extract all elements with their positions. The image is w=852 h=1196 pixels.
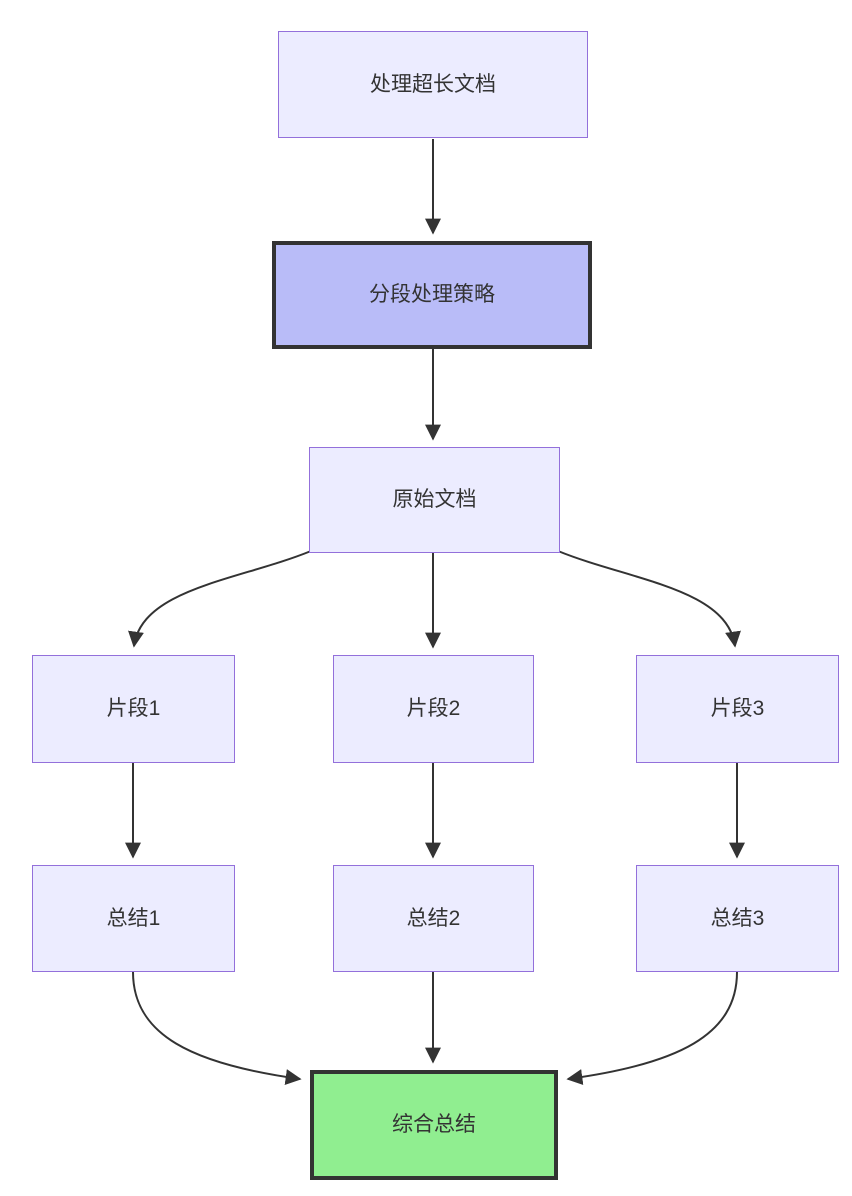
node-combined-summary: 综合总结 xyxy=(310,1070,558,1180)
node-original-document: 原始文档 xyxy=(309,447,560,553)
node-summary-3: 总结3 xyxy=(636,865,839,972)
node-label: 总结3 xyxy=(710,906,765,930)
node-label: 片段2 xyxy=(406,697,461,721)
node-label: 片段1 xyxy=(106,697,161,721)
node-label: 片段3 xyxy=(710,697,765,721)
edge-e3-f xyxy=(566,971,738,1085)
node-fragment-3: 片段3 xyxy=(636,655,839,763)
node-fragment-1: 片段1 xyxy=(32,655,235,763)
node-label: 分段处理策略 xyxy=(369,283,495,307)
node-label: 处理超长文档 xyxy=(370,72,496,96)
node-label: 综合总结 xyxy=(392,1113,476,1137)
edge-c-d3 xyxy=(557,550,741,648)
node-label: 总结2 xyxy=(406,906,461,930)
node-segmentation-strategy: 分段处理策略 xyxy=(272,241,592,349)
node-label: 总结1 xyxy=(106,906,161,930)
node-process-long-document: 处理超长文档 xyxy=(278,31,588,138)
node-summary-2: 总结2 xyxy=(333,865,534,972)
node-label: 原始文档 xyxy=(392,488,477,512)
edge-e1-f xyxy=(132,971,302,1085)
edge-c-d1 xyxy=(128,550,312,648)
node-summary-1: 总结1 xyxy=(32,865,235,972)
node-fragment-2: 片段2 xyxy=(333,655,534,763)
